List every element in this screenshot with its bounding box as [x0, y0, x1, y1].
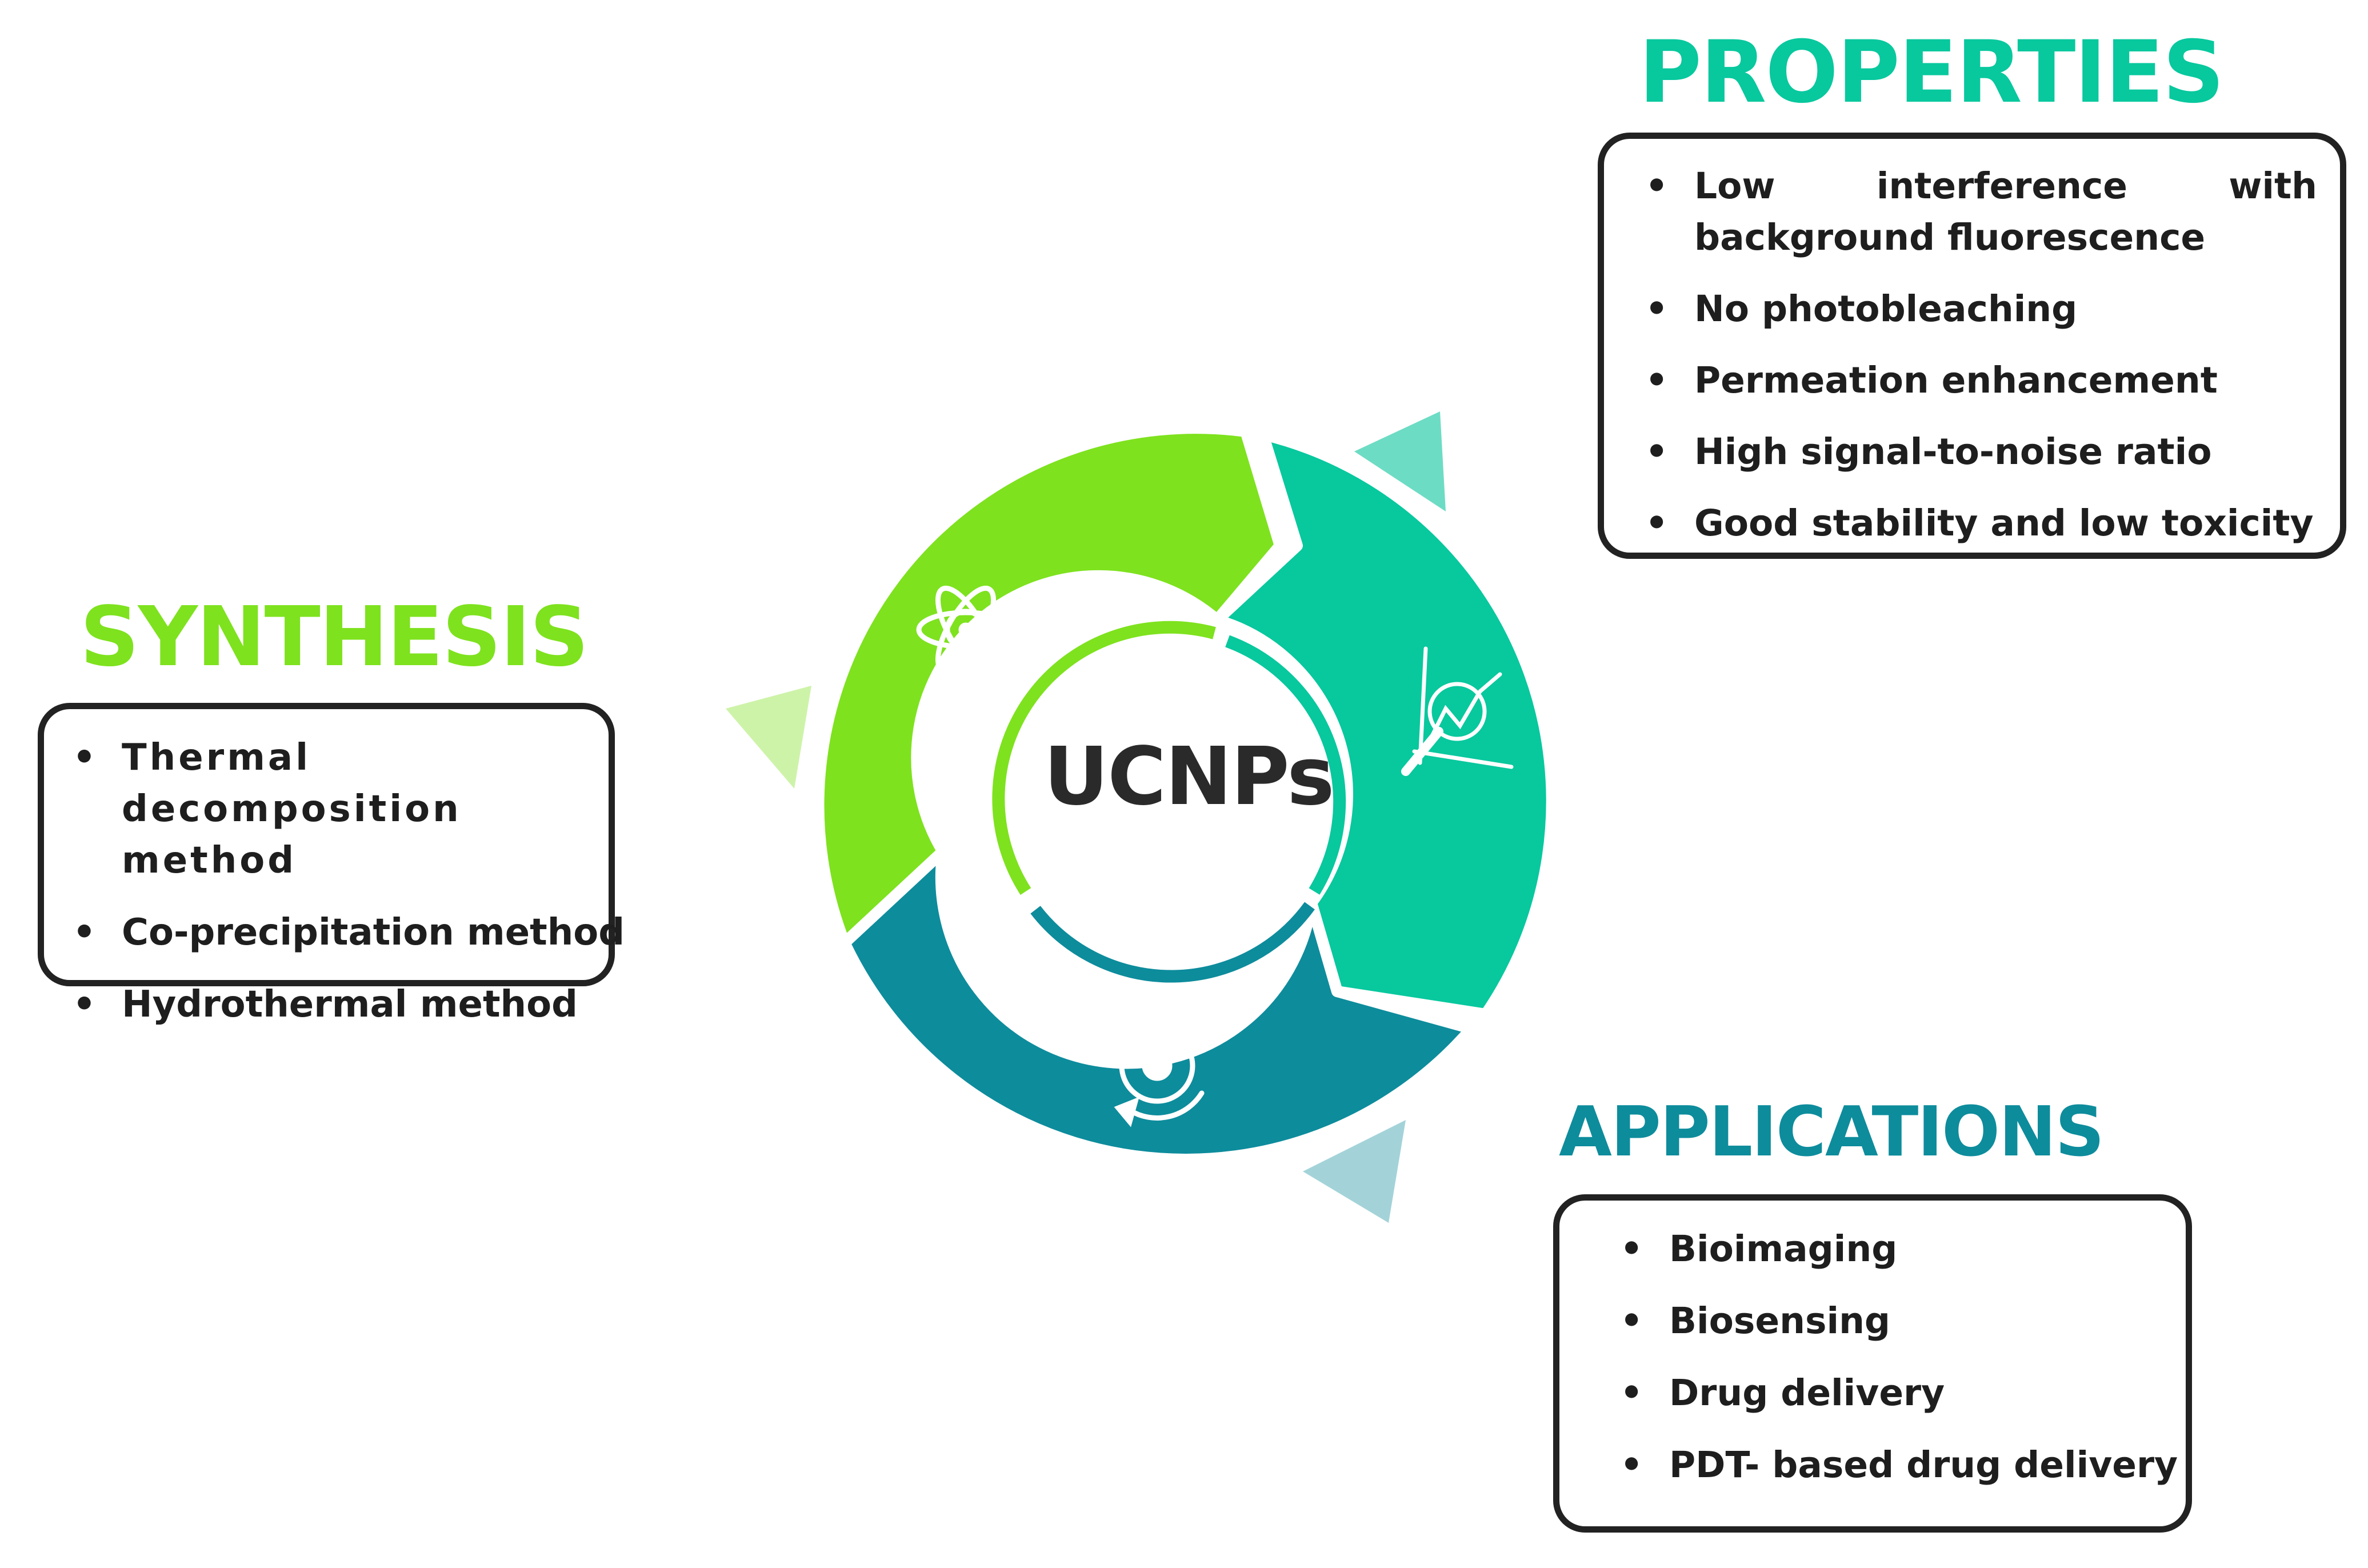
properties-box: Low interference with background fluores… [1598, 133, 2346, 559]
synthesis-item-thermal-decomposition: Thermal decomposition method [73, 732, 595, 886]
applications-item-bioimaging: Bioimaging [1620, 1223, 2169, 1275]
properties-list: Low interference with background fluores… [1645, 161, 2317, 549]
properties-item-low-interference: Low interference with background fluores… [1645, 161, 2317, 263]
properties-item-signal-to-noise: High signal-to-noise ratio [1645, 426, 2317, 478]
properties-segment [1211, 429, 1558, 1020]
properties-item-no-photobleaching: No photobleaching [1645, 283, 2317, 335]
applications-pointer [1303, 1120, 1406, 1223]
applications-item-pdt-drug-delivery: PDT- based drug delivery [1620, 1439, 2178, 1491]
applications-list: Bioimaging Biosensing Drug delivery PDT-… [1620, 1223, 2178, 1491]
synthesis-box: Thermal decomposition method Co-precipit… [38, 703, 625, 1030]
properties-pointer [1354, 411, 1446, 511]
chart-magnifier-icon [1401, 646, 1514, 776]
applications-inner-arc [1030, 902, 1315, 983]
properties-inner-arc [1225, 635, 1346, 895]
applications-heading: APPLICATIONS [1559, 1093, 2105, 1172]
synthesis-item-hydrothermal: Hydrothermal method [73, 979, 595, 1030]
synthesis-segment [813, 422, 1286, 949]
applications-item-biosensing: Biosensing [1620, 1295, 2169, 1347]
properties-heading: PROPERTIES [1639, 23, 2225, 122]
properties-item-permeation: Permeation enhancement [1645, 355, 2317, 406]
gear-cycle-icon [1110, 1004, 1205, 1127]
synthesis-inner-arc [992, 621, 1216, 895]
cycle-diagram [726, 411, 1558, 1223]
atom-magnifier-icon [916, 585, 1015, 696]
center-label: UCNPs [1043, 730, 1334, 823]
synthesis-list: Thermal decomposition method Co-precipit… [73, 732, 625, 1030]
synthesis-heading: SYNTHESIS [80, 589, 589, 685]
applications-item-drug-delivery: Drug delivery [1620, 1367, 2169, 1419]
properties-item-stability: Good stability and low toxicity [1645, 498, 2317, 549]
synthesis-pointer [726, 686, 811, 789]
synthesis-item-co-precipitation: Co-precipitation method [73, 907, 625, 958]
applications-box: Bioimaging Biosensing Drug delivery PDT-… [1553, 1194, 2192, 1533]
